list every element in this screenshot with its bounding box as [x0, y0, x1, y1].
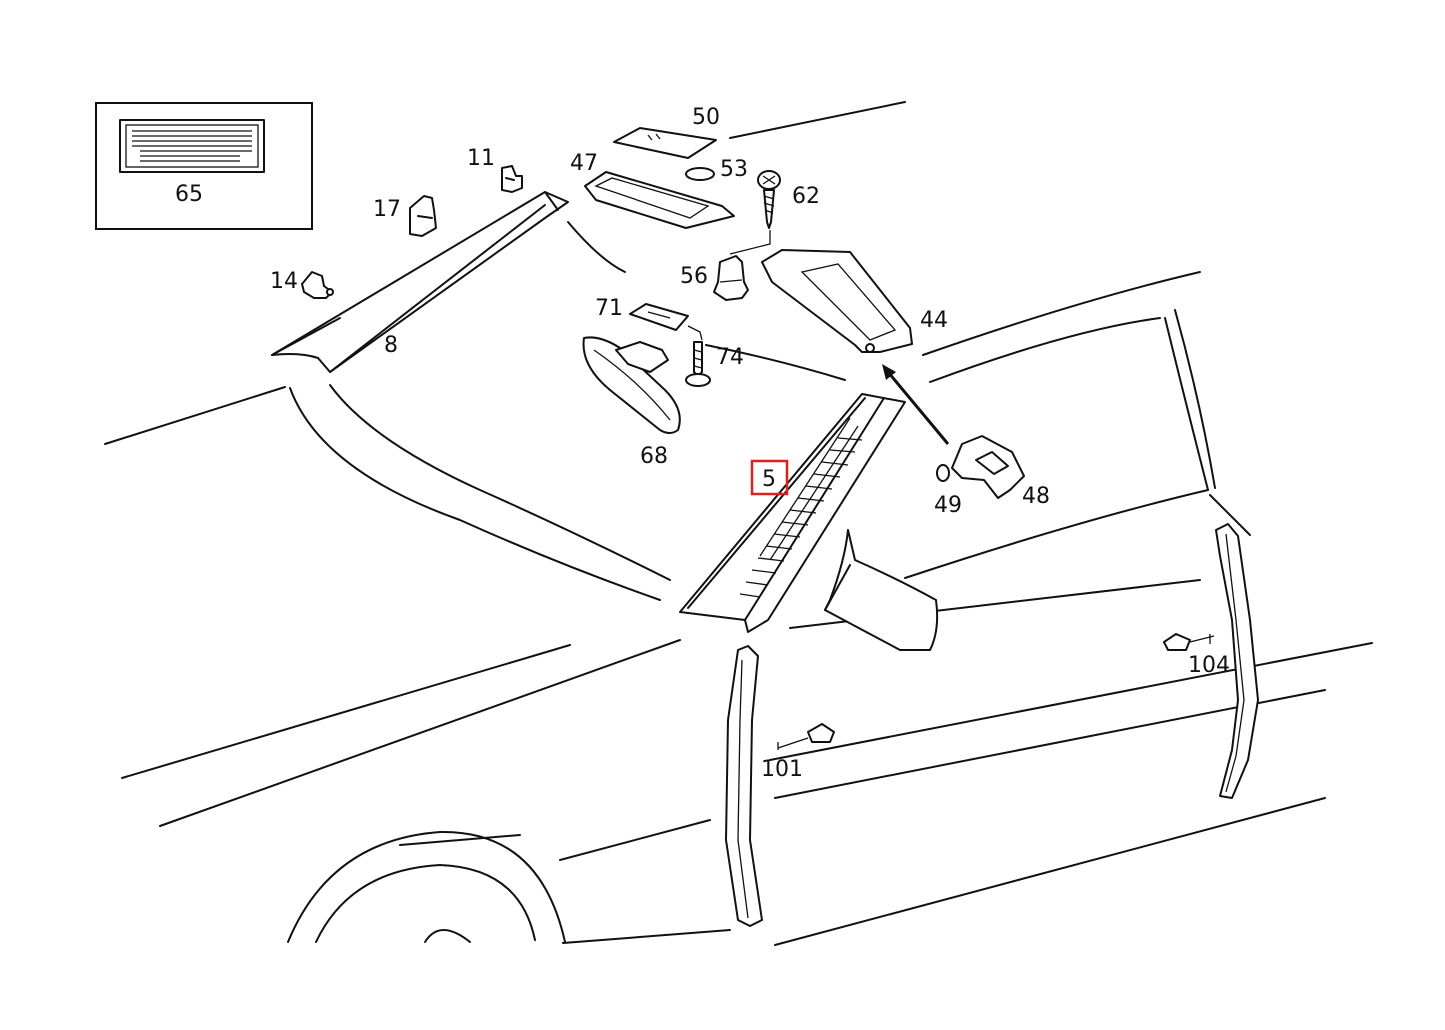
- part-47-sun-visor-left: [584, 171, 735, 229]
- part-104-door-seal-rear: [1163, 523, 1259, 799]
- callout-47[interactable]: 47: [570, 151, 598, 176]
- callout-56[interactable]: 56: [680, 264, 708, 289]
- part-68-rearview-mirror: [582, 336, 681, 434]
- callout-8[interactable]: 8: [384, 333, 398, 358]
- part-14-clip: [301, 271, 334, 299]
- callout-50[interactable]: 50: [692, 105, 720, 130]
- callout-71[interactable]: 71: [595, 296, 623, 321]
- car-body-outline: [104, 101, 1373, 946]
- part-5-a-pillar-trim-right: [679, 393, 906, 633]
- callout-53[interactable]: 53: [720, 157, 748, 182]
- callout-48[interactable]: 48: [1022, 484, 1050, 509]
- part-56-visor-bracket: [713, 255, 749, 301]
- callout-62[interactable]: 62: [792, 184, 820, 209]
- part-17-clip: [409, 195, 437, 237]
- callout-17[interactable]: 17: [373, 197, 401, 222]
- callout-11[interactable]: 11: [467, 146, 495, 171]
- part-8-a-pillar-trim-left: [271, 191, 569, 373]
- part-48-visor-holder: [951, 435, 1025, 499]
- part-44-sun-visor-right: [761, 249, 913, 353]
- callout-104[interactable]: 104: [1188, 653, 1230, 678]
- callout-44[interactable]: 44: [920, 308, 948, 333]
- callout-74[interactable]: 74: [716, 345, 744, 370]
- part-11-clip: [501, 165, 523, 193]
- callout-49[interactable]: 49: [934, 493, 962, 518]
- callout-5[interactable]: 5: [762, 467, 776, 492]
- part-65-label-plate: [95, 102, 313, 230]
- part-71-mirror-base: [629, 303, 703, 341]
- part-53-lens: [685, 167, 715, 181]
- assembly-arrow: [882, 364, 950, 445]
- callout-65[interactable]: 65: [175, 182, 203, 207]
- part-74-screw: [685, 341, 711, 387]
- callout-labels: 50 53 47 62 11 17 65 14 8 56 44 71 74 68…: [175, 105, 1230, 782]
- part-62-screw: [729, 170, 781, 255]
- part-5-ribs: [739, 437, 863, 598]
- callout-68[interactable]: 68: [640, 444, 668, 469]
- part-50-cover: [613, 127, 717, 159]
- part-49-nut: [936, 464, 950, 482]
- callout-5-highlight-box: [750, 459, 789, 496]
- callout-14[interactable]: 14: [270, 269, 298, 294]
- callout-101[interactable]: 101: [761, 757, 803, 782]
- part-101-door-seal-front: [725, 645, 835, 927]
